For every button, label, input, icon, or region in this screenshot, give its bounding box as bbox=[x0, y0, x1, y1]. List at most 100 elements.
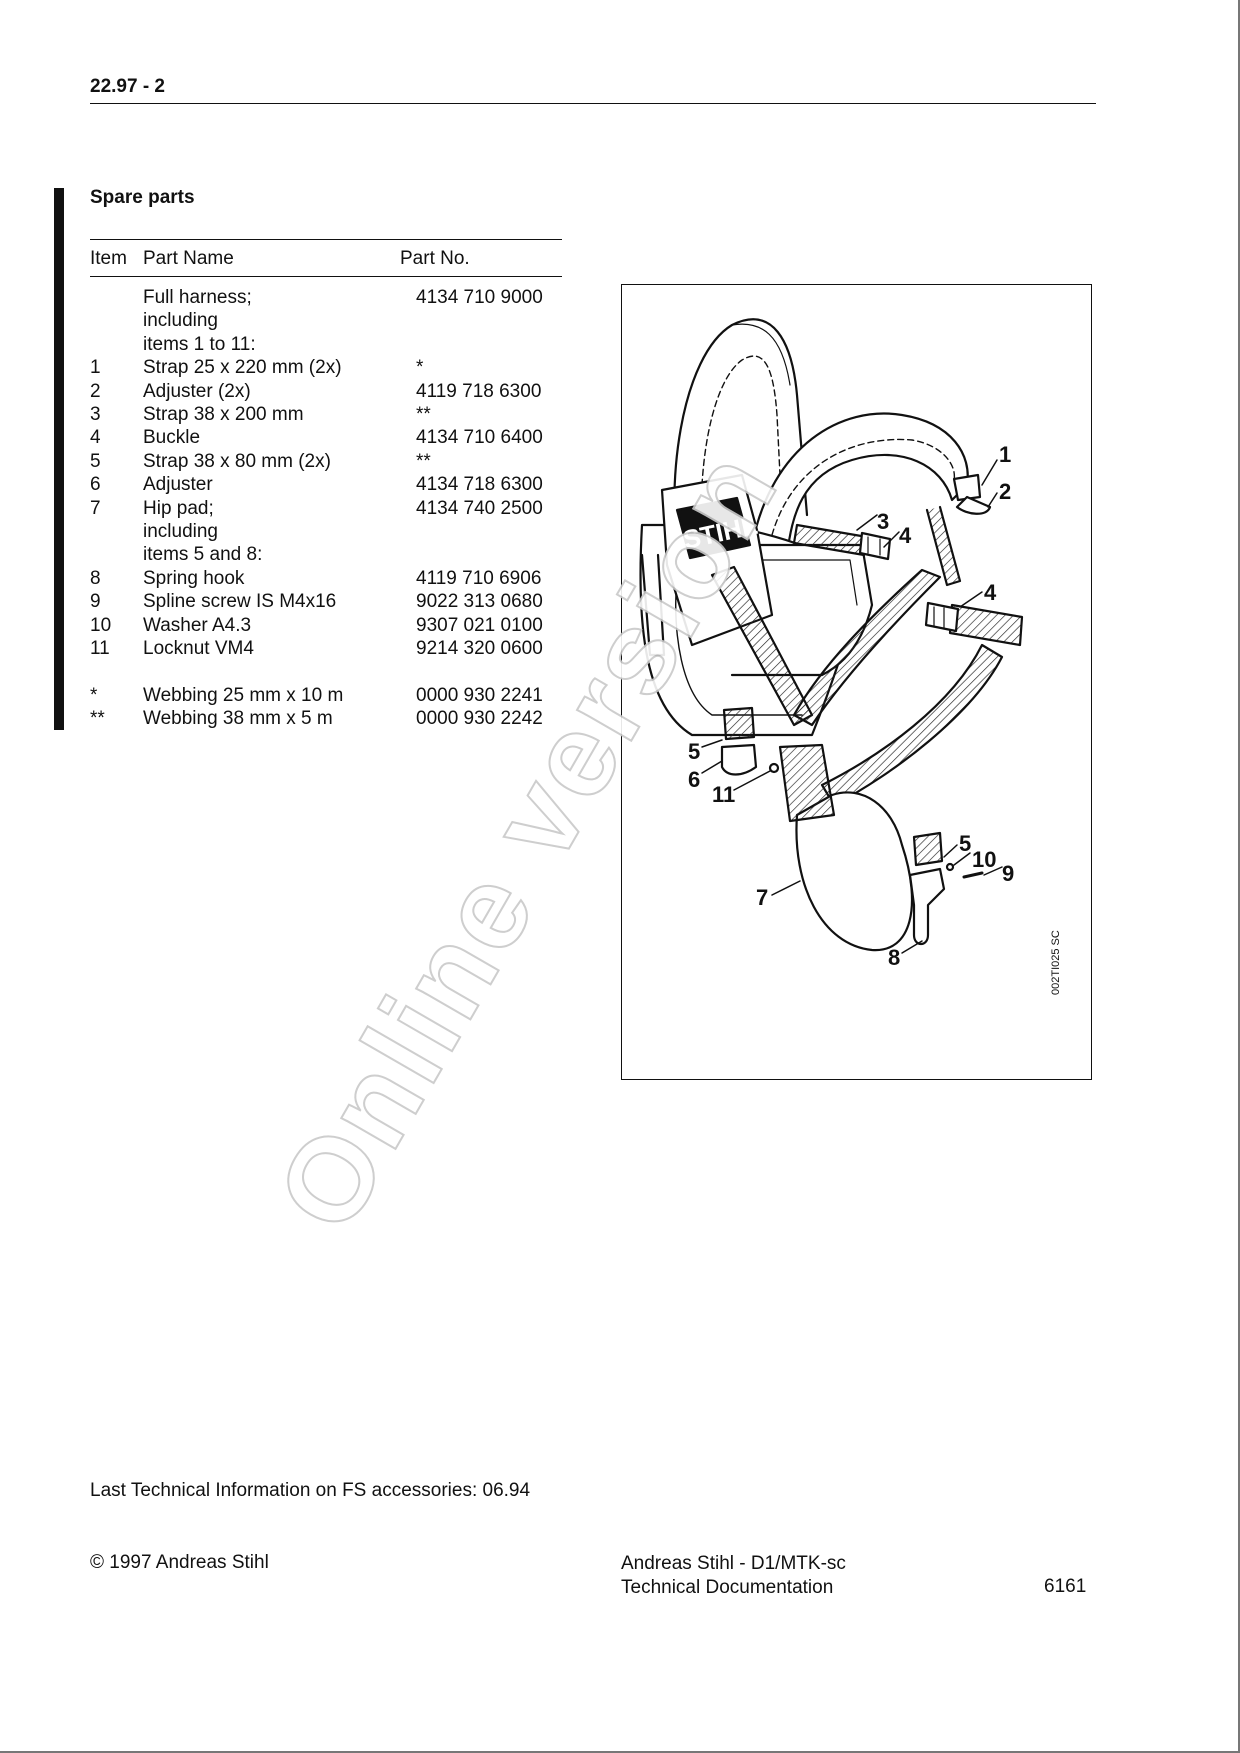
column-header-item: Item bbox=[90, 248, 127, 269]
part-name-cell: including bbox=[143, 521, 218, 543]
item-cell: 9 bbox=[90, 591, 101, 613]
part-no-cell bbox=[416, 543, 570, 566]
part-name-cell: Adjuster (2x) bbox=[143, 380, 251, 402]
table-row: 8 Spring hook 4119 710 6906 bbox=[90, 567, 570, 590]
callout-6: 6 bbox=[688, 767, 700, 792]
page-number: 6161 bbox=[1044, 1576, 1087, 1597]
part-no-cell bbox=[416, 309, 570, 332]
footnote-part-no: 0000 930 2242 bbox=[416, 707, 543, 729]
item-cell: 2 bbox=[90, 380, 101, 402]
belt-buckle-4 bbox=[924, 601, 960, 633]
callout-2: 2 bbox=[999, 479, 1011, 504]
callout-5b: 5 bbox=[959, 831, 971, 856]
table-row: including bbox=[90, 309, 570, 332]
table-row: items 1 to 11: bbox=[90, 333, 570, 356]
column-header-part-no: Part No. bbox=[400, 248, 470, 269]
item-cell bbox=[90, 543, 143, 566]
item-cell bbox=[90, 286, 143, 309]
screw-9 bbox=[962, 871, 984, 879]
part-name-cell: Strap 38 x 200 mm bbox=[143, 404, 304, 426]
footnote-mark: ** bbox=[90, 707, 105, 729]
part-name-cell: items 1 to 11: bbox=[143, 333, 256, 355]
item-cell: 5 bbox=[90, 450, 101, 472]
footer-org-line: Andreas Stihl - D1/MTK-sc bbox=[621, 1553, 846, 1574]
table-row: Full harness;4134 710 9000 bbox=[90, 286, 570, 309]
hip-pad bbox=[795, 791, 914, 952]
part-no-cell: 4134 718 6300 bbox=[416, 474, 543, 496]
table-row: 3 Strap 38 x 200 mm ** bbox=[90, 403, 570, 426]
part-name-cell: Spring hook bbox=[143, 567, 245, 589]
item-cell: 8 bbox=[90, 567, 101, 589]
part-name-cell: Buckle bbox=[143, 427, 201, 449]
part-name-cell: Adjuster bbox=[143, 474, 213, 496]
callout-9: 9 bbox=[1002, 861, 1014, 886]
section-title: Spare parts bbox=[90, 187, 195, 208]
header-rule bbox=[90, 103, 1096, 104]
part-no-cell: 9307 021 0100 bbox=[416, 614, 543, 636]
footer-doc-line: Technical Documentation bbox=[621, 1577, 834, 1598]
adjuster-6 bbox=[720, 743, 758, 776]
strap-5-lower bbox=[912, 831, 944, 867]
callout-5: 5 bbox=[688, 739, 700, 764]
callout-7: 7 bbox=[756, 885, 768, 910]
last-technical-info: Last Technical Information on FS accesso… bbox=[90, 1480, 531, 1501]
footnote-row: ** Webbing 38 mm x 5 m 0000 930 2242 bbox=[90, 707, 570, 730]
part-name-cell: Hip pad; bbox=[143, 497, 214, 519]
item-cell bbox=[90, 333, 143, 356]
table-row: including bbox=[90, 520, 570, 543]
callout-10: 10 bbox=[972, 847, 996, 872]
callout-4: 4 bbox=[899, 523, 912, 548]
spring-hook-8 bbox=[908, 867, 946, 946]
item-cell: 1 bbox=[90, 357, 101, 379]
part-no-cell: 4134 740 2500 bbox=[416, 497, 543, 519]
item-cell bbox=[90, 309, 143, 332]
callout-4b: 4 bbox=[984, 580, 997, 605]
item-cell: 11 bbox=[90, 638, 110, 660]
copyright: © 1997 Andreas Stihl bbox=[90, 1552, 269, 1573]
part-name-cell: Strap 25 x 220 mm (2x) bbox=[143, 357, 342, 379]
item-cell: 3 bbox=[90, 404, 101, 426]
part-no-cell: 9214 320 0600 bbox=[416, 638, 543, 660]
table-row: 2 Adjuster (2x) 4119 718 6300 bbox=[90, 380, 570, 403]
waist-belt bbox=[820, 643, 1004, 807]
part-no-cell: 4119 718 6300 bbox=[416, 380, 542, 402]
adjuster-1 bbox=[952, 473, 982, 502]
part-name-cell: Strap 38 x 80 mm (2x) bbox=[143, 450, 331, 472]
harness-illustration: STIHL bbox=[639, 318, 1024, 970]
change-bar bbox=[54, 188, 64, 730]
table-rule-top bbox=[90, 239, 562, 240]
part-name-cell: including bbox=[143, 310, 218, 332]
washer-10 bbox=[945, 862, 955, 872]
table-row: items 5 and 8: bbox=[90, 543, 570, 566]
footer-org: Andreas Stihl - D1/MTK-sc Technical Docu… bbox=[621, 1552, 846, 1600]
header-code: 22.97 - 2 bbox=[90, 76, 165, 97]
part-no-cell bbox=[416, 520, 570, 543]
figure-code: 002TI025 SC bbox=[1050, 930, 1062, 995]
part-no-cell: 4134 710 9000 bbox=[416, 287, 543, 308]
item-cell: 4 bbox=[90, 427, 101, 449]
part-no-cell: * bbox=[416, 357, 424, 379]
item-cell bbox=[90, 520, 143, 543]
strap-3 bbox=[792, 523, 869, 557]
footnote-part-no: 0000 930 2241 bbox=[416, 684, 543, 706]
footnote-mark: * bbox=[90, 684, 98, 706]
table-row: 1 Strap 25 x 220 mm (2x) * bbox=[90, 356, 570, 379]
footnote-name: Webbing 38 mm x 5 m bbox=[143, 707, 333, 729]
part-no-cell: ** bbox=[416, 404, 431, 426]
callout-8: 8 bbox=[888, 945, 900, 970]
table-rule-head bbox=[90, 276, 562, 277]
part-no-cell bbox=[416, 333, 570, 356]
part-no-cell: 9022 313 0680 bbox=[416, 591, 543, 613]
part-no-cell: 4119 710 6906 bbox=[416, 567, 542, 589]
part-name-cell: items 5 and 8: bbox=[143, 544, 263, 566]
locknut-11 bbox=[768, 762, 780, 774]
harness-figure: STIHL bbox=[621, 284, 1092, 1080]
